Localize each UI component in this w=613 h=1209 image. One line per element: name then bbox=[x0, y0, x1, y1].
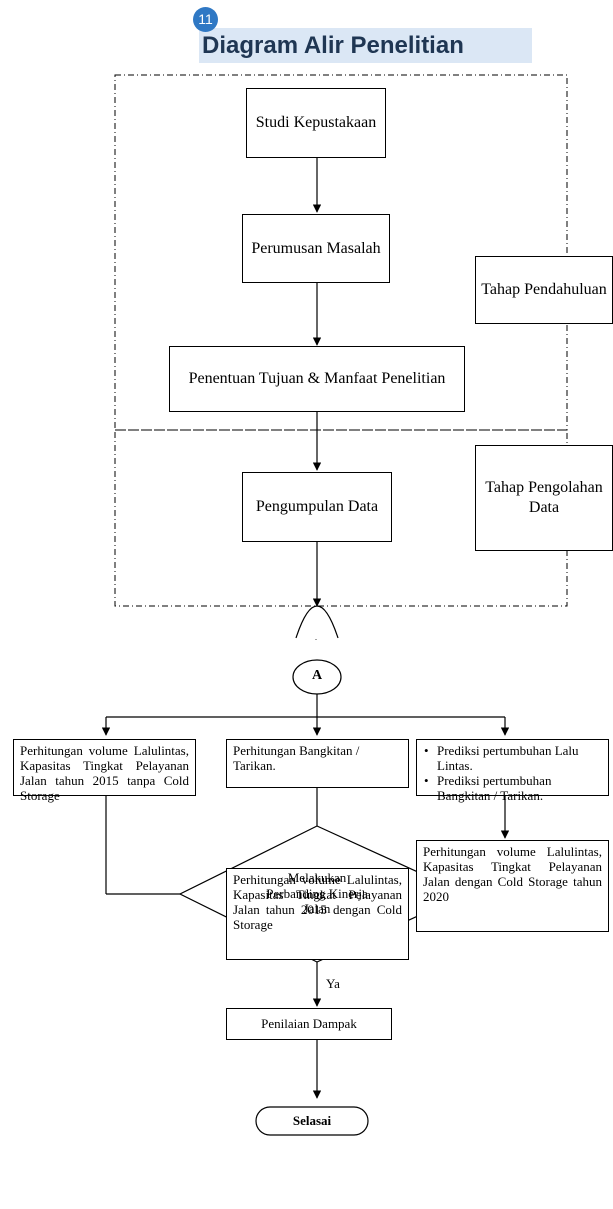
list-item: Prediksi pertumbuhan Lalu Lintas. bbox=[424, 743, 602, 774]
label-tahap-pengolahan: Tahap Pengolahan Data bbox=[475, 445, 613, 551]
box-col3-dengan-cold-storage-2020: Perhitungan volume Lalulintas, Kapasitas… bbox=[416, 840, 609, 932]
box-penilaian-dampak: Penilaian Dampak bbox=[226, 1008, 392, 1040]
offpage-connector-arc bbox=[295, 605, 339, 639]
end-terminator bbox=[255, 1106, 369, 1136]
svg-text:.: . bbox=[315, 633, 317, 642]
box-col3-prediksi: Prediksi pertumbuhan Lalu Lintas. Predik… bbox=[416, 739, 609, 803]
title-highlight bbox=[199, 28, 532, 63]
box-col1-tanpa-cold-storage: Perhitungan volume Lalulintas, Kapasitas… bbox=[13, 739, 196, 803]
decision-label: Melakukan Perbanding Kinerja Jalan bbox=[266, 870, 368, 917]
box-col2-bangkitan: Perhitungan Bangkitan / Tarikan. bbox=[226, 739, 409, 788]
yes-label: Ya bbox=[326, 976, 340, 991]
list-item: Prediksi pertumbuhan Bangkitan / Tarikan… bbox=[424, 773, 602, 804]
box-pengumpulan-data: Pengumpulan Data bbox=[242, 472, 392, 542]
end-label: Selasai bbox=[292, 1113, 332, 1128]
stage-frame-pengolahan bbox=[114, 429, 568, 607]
connector-a-label: A bbox=[311, 668, 323, 683]
label-tahap-pendahuluan: Tahap Pendahuluan bbox=[475, 256, 613, 324]
slide-number-badge: 11 bbox=[193, 7, 218, 32]
page-title: Diagram Alir Penelitian bbox=[202, 32, 464, 59]
box-penentuan-tujuan: Penentuan Tujuan & Manfaat Penelitian bbox=[169, 346, 465, 412]
prediksi-list: Prediksi pertumbuhan Lalu Lintas. Predik… bbox=[423, 743, 602, 804]
box-col2-dengan-cold-storage-2015: Perhitungan volume Lalulintas, Kapasitas… bbox=[226, 868, 409, 960]
box-perumusan-masalah: Perumusan Masalah bbox=[242, 214, 390, 283]
box-studi-kepustakaan: Studi Kepustakaan bbox=[246, 88, 386, 158]
